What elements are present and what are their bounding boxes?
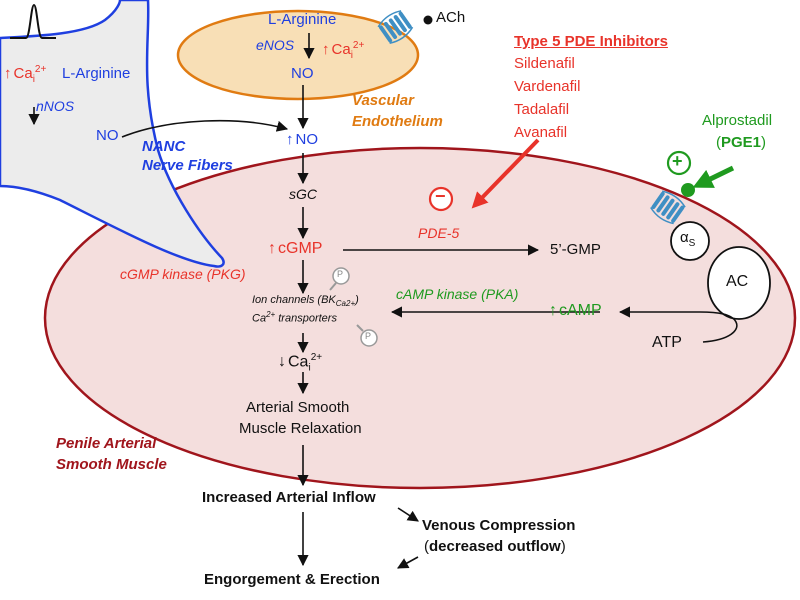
phospho-label: P bbox=[337, 269, 344, 279]
ach-receptor-icon bbox=[377, 10, 414, 45]
arrow bbox=[121, 119, 289, 138]
relaxation-line2: Muscle Relaxation bbox=[239, 420, 362, 437]
g-alpha-s-protein bbox=[670, 221, 710, 261]
nerve-fibers-label: Nerve Fibers bbox=[142, 157, 233, 174]
activation-arrow bbox=[692, 165, 735, 188]
phospho-tether bbox=[329, 282, 337, 291]
pkg-label: cGMP kinase (PKG) bbox=[120, 266, 246, 282]
adenylyl-cyclase bbox=[707, 246, 771, 320]
minus-sign: − bbox=[435, 186, 446, 206]
inhibition-arrow bbox=[471, 138, 540, 209]
venous-compression-label: Venous Compression bbox=[422, 517, 576, 534]
ion-channels-label: Ion channels (BKCa2+) bbox=[252, 294, 359, 309]
pde5-label: PDE-5 bbox=[418, 225, 460, 241]
smooth-muscle-label: Smooth Muscle bbox=[56, 456, 167, 473]
penile-arterial-label: Penile Arterial bbox=[56, 435, 157, 452]
pka-label: cAMP kinase (PKA) bbox=[396, 286, 519, 302]
nerve-fiber bbox=[0, 0, 225, 268]
decreased-outflow-label: (decreased outflow) bbox=[424, 538, 566, 555]
nanc-label: NANC bbox=[142, 138, 186, 155]
endothelium-l-arginine-label: L-Arginine bbox=[268, 11, 337, 28]
nerve-calcium-label: ↑Cai2+ bbox=[4, 64, 47, 85]
drug-avanafil: Avanafil bbox=[514, 124, 568, 141]
erection-label: Engorgement & Erection bbox=[204, 571, 380, 588]
sgc-label: sGC bbox=[289, 186, 317, 202]
arrow bbox=[618, 306, 738, 343]
ach-label: ACh bbox=[436, 9, 466, 26]
arrow bbox=[397, 556, 419, 569]
nnos-label: nNOS bbox=[36, 98, 75, 114]
phospho-icon bbox=[360, 329, 378, 347]
ac-label: AC bbox=[726, 273, 749, 290]
endothelium-no-label: NO bbox=[291, 65, 314, 82]
minus-icon bbox=[428, 186, 454, 212]
nerve-no-label: NO bbox=[96, 127, 119, 144]
increased-inflow-label: Increased Arterial Inflow bbox=[202, 489, 376, 506]
vascular-label: Vascular bbox=[352, 92, 414, 109]
plus-sign: + bbox=[672, 151, 683, 171]
endothelium-calcium-label: ↑Cai2+ bbox=[322, 40, 365, 61]
drug-sildenafil: Sildenafil bbox=[514, 55, 575, 72]
action-potential-icon bbox=[10, 3, 56, 39]
phospho-icon bbox=[332, 267, 350, 285]
relaxation-line1: Arterial Smooth bbox=[246, 399, 350, 416]
atp-label: ATP bbox=[652, 334, 682, 351]
plus-icon bbox=[666, 150, 692, 176]
phospho-label: P bbox=[365, 331, 372, 341]
camp-label: ↑cAMP bbox=[549, 302, 602, 319]
drug-tadalafil: Tadalafil bbox=[514, 101, 570, 118]
enos-label: eNOS bbox=[256, 37, 295, 53]
muscle-calcium-label: ↓Cai2+ bbox=[278, 352, 323, 374]
pge1-receptor-icon bbox=[650, 190, 686, 225]
phospho-tether bbox=[356, 324, 364, 332]
ach-ligand-icon bbox=[423, 15, 433, 25]
cgmp-label: ↑cGMP bbox=[268, 240, 323, 257]
g-alpha-s-label: αS bbox=[680, 229, 696, 249]
pge1-label: (PGE1) bbox=[716, 134, 767, 151]
nerve-l-arginine-label: L-Arginine bbox=[62, 65, 131, 82]
endothelial-cell bbox=[176, 9, 420, 101]
five-gmp-label: 5’-GMP bbox=[550, 241, 601, 258]
muscle-no-label: ↑NO bbox=[286, 131, 318, 148]
pde5-inhibitors-title: Type 5 PDE Inhibitors bbox=[514, 33, 668, 50]
arrow bbox=[397, 507, 419, 522]
transporters-label: Ca2+ transporters bbox=[252, 310, 337, 325]
drug-vardenafil: Vardenafil bbox=[514, 78, 581, 95]
pge1-ligand-icon bbox=[681, 183, 695, 197]
smooth-muscle-cell bbox=[43, 146, 797, 490]
endothelium-label: Endothelium bbox=[352, 113, 443, 130]
alprostadil-label: Alprostadil bbox=[702, 112, 773, 129]
